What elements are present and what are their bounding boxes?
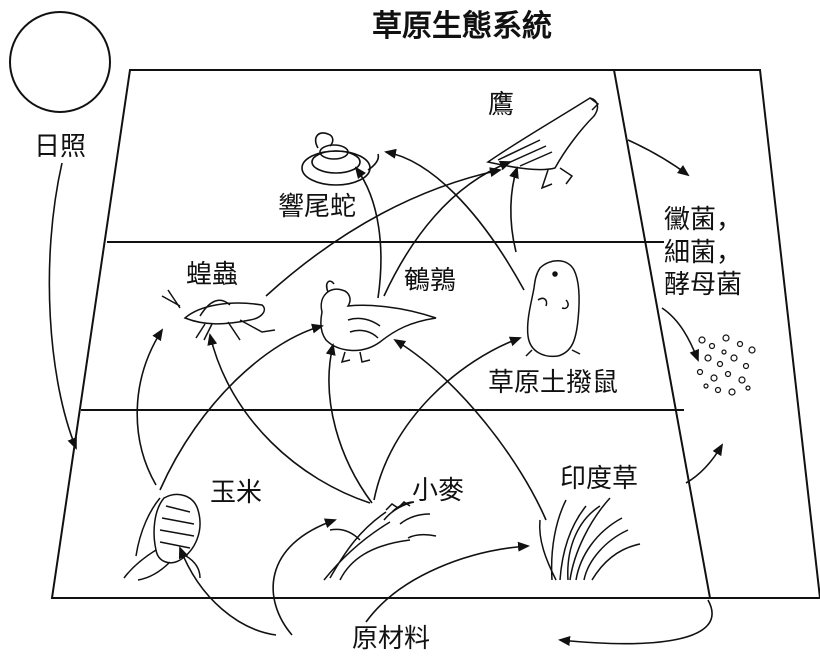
- arrow-decomposers-column: [661, 307, 699, 362]
- arrow-hawk-to-decomposers: [627, 139, 690, 177]
- arrow-wheat-to-prairie-dog: [373, 336, 522, 501]
- indian-grass-label: 印度草: [560, 464, 639, 494]
- decomposers-icon: [696, 334, 756, 396]
- sun-label: 日照: [34, 132, 87, 162]
- arrow-producers-to-decomposers: [685, 443, 724, 484]
- arrow-raw-to-wheat: [272, 518, 337, 636]
- sun-icon: [9, 11, 111, 113]
- raw-materials-label: 原材料: [352, 624, 431, 654]
- indian-grass-icon: [538, 497, 641, 581]
- corn-icon: [123, 493, 201, 581]
- ecosystem-pyramid: [50, 69, 820, 599]
- arrow-raw-to-indiangrass: [365, 541, 530, 623]
- decomposer-bacteria: 細菌，: [664, 237, 743, 268]
- energy-flow-arrows: [48, 139, 724, 646]
- arrow-quail-to-snake: [354, 166, 382, 299]
- arrow-prairiedog-to-hawk: [509, 166, 519, 253]
- wheat-label: 小麥: [412, 476, 465, 506]
- arrow-corn-to-grasshopper: [136, 328, 164, 486]
- decomposer-column-divider: [613, 69, 711, 599]
- quail-label: 鵪鶉: [404, 266, 457, 296]
- arrow-indiangrass-to-quail: [393, 338, 547, 521]
- quail-icon: [320, 280, 437, 364]
- diagram-title: 草原生態系統: [372, 9, 552, 44]
- pyramid-outline: [50, 69, 820, 599]
- rattlesnake-label: 響尾蛇: [278, 192, 357, 222]
- arrow-grasshopper-to-hawk: [265, 167, 502, 297]
- wheat-icon: [323, 501, 437, 581]
- grasshopper-label: 蝗蟲: [186, 260, 239, 290]
- prairie-dog-label: 草原土撥鼠: [488, 368, 619, 398]
- arrow-sun-to-producers: [48, 162, 77, 450]
- arrow-wheat-to-quail: [325, 343, 373, 504]
- corn-label: 玉米: [210, 478, 263, 508]
- decomposer-yeast: 酵母菌: [664, 270, 743, 300]
- rattlesnake-icon: [301, 132, 380, 186]
- prairie-dog-icon: [525, 260, 581, 358]
- grasshopper-icon: [161, 289, 276, 341]
- hawk-icon: [486, 97, 600, 190]
- arrow-prairiedog-to-snake: [384, 148, 525, 291]
- arrow-corn-to-quail: [159, 323, 324, 491]
- decomposers-label: 黴菌， 細菌， 酵母菌: [664, 204, 742, 302]
- hawk-label: 鷹: [488, 90, 515, 120]
- decomposer-mold: 黴菌，: [664, 205, 743, 235]
- arrow-raw-to-corn: [178, 546, 277, 636]
- arrow-wheat-to-grasshopper: [207, 333, 371, 504]
- arrow-decomposers-to-raw: [558, 599, 713, 646]
